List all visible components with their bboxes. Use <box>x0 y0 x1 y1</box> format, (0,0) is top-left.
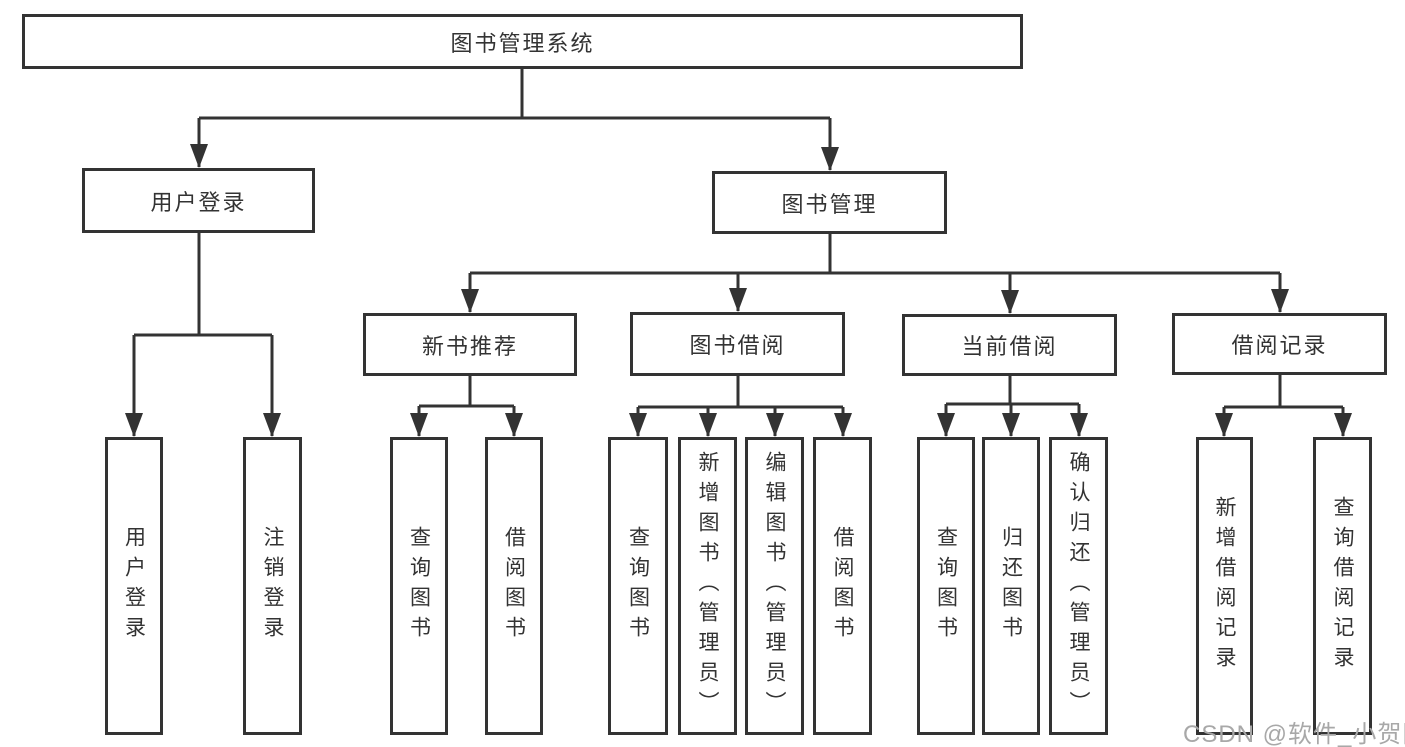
leaf-query-books-2-label: 查询图书 <box>626 526 650 646</box>
leaf-return-book: 归还图书 <box>982 437 1040 735</box>
node-new-book-recommend: 新书推荐 <box>363 313 577 376</box>
node-book-borrow-label: 图书借阅 <box>689 333 786 358</box>
leaf-logout: 注销登录 <box>243 437 302 735</box>
leaf-query-books-1: 查询图书 <box>390 437 448 735</box>
leaf-edit-book-admin: 编辑图书（管理员） <box>745 437 804 735</box>
leaf-query-borrow-record: 查询借阅记录 <box>1313 437 1372 735</box>
watermark-text: CSDN @软件_小贺同学 <box>1183 721 1405 747</box>
leaf-borrow-books-1-label: 借阅图书 <box>502 526 526 646</box>
node-root: 图书管理系统 <box>22 14 1023 69</box>
leaf-edit-book-admin-label: 编辑图书（管理员） <box>763 451 786 721</box>
leaf-borrow-books-2: 借阅图书 <box>813 437 872 735</box>
leaf-add-borrow-record: 新增借阅记录 <box>1196 437 1253 735</box>
leaf-query-books-1-label: 查询图书 <box>407 526 431 646</box>
leaf-query-books-3-label: 查询图书 <box>934 526 958 646</box>
node-book-management-label: 图书管理 <box>781 191 878 217</box>
node-borrow-records: 借阅记录 <box>1172 313 1387 375</box>
node-user-login-label: 用户登录 <box>150 189 247 215</box>
node-current-borrow-label: 当前借阅 <box>961 334 1058 359</box>
leaf-query-books-2: 查询图书 <box>608 437 668 735</box>
leaf-return-book-label: 归还图书 <box>999 526 1023 646</box>
node-new-book-recommend-label: 新书推荐 <box>421 333 518 359</box>
leaf-add-book-admin: 新增图书（管理员） <box>678 437 737 735</box>
leaf-query-books-3: 查询图书 <box>917 437 975 735</box>
leaf-borrow-books-2-label: 借阅图书 <box>831 526 854 646</box>
leaf-add-book-admin-label: 新增图书（管理员） <box>696 451 719 721</box>
leaf-add-borrow-record-label: 新增借阅记录 <box>1213 496 1236 676</box>
node-book-borrow: 图书借阅 <box>630 312 845 376</box>
node-current-borrow: 当前借阅 <box>902 314 1117 376</box>
node-book-management: 图书管理 <box>712 171 947 234</box>
leaf-query-borrow-record-label: 查询借阅记录 <box>1331 496 1354 676</box>
leaf-user-login: 用户登录 <box>105 437 163 735</box>
leaf-confirm-return-admin: 确认归还（管理员） <box>1049 437 1108 735</box>
node-borrow-records-label: 借阅记录 <box>1231 333 1328 358</box>
leaf-user-login-label: 用户登录 <box>122 526 146 646</box>
leaf-confirm-return-admin-label: 确认归还（管理员） <box>1067 451 1090 721</box>
leaf-logout-label: 注销登录 <box>261 526 284 646</box>
node-root-label: 图书管理系统 <box>450 30 595 56</box>
node-user-login: 用户登录 <box>82 168 315 233</box>
leaf-borrow-books-1: 借阅图书 <box>485 437 543 735</box>
